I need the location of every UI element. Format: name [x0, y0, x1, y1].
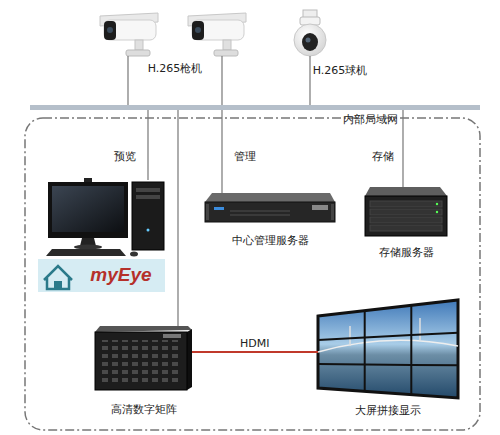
software-logo-part: [38, 259, 165, 292]
bullet-camera-part: [107, 27, 113, 33]
network-link: [221, 56, 222, 105]
desktop-computer-part: [136, 188, 160, 192]
management-server: [205, 193, 335, 222]
video-wall-part: [318, 333, 458, 340]
network-link: [147, 110, 148, 180]
matrix-box: 高清数字矩阵: [95, 326, 192, 390]
bullet-camera: [100, 13, 158, 56]
bullet-camera-part: [192, 20, 244, 40]
dome-camera-node: H.265球机: [292, 10, 328, 56]
storage-server-part: [370, 225, 442, 231]
bullet-camera: [188, 13, 246, 56]
video-wall-part: [410, 305, 412, 394]
desktop-computer-part: [46, 249, 126, 256]
management-server-part: [206, 204, 209, 220]
management-server-part: [331, 204, 334, 220]
desktop-computer-part: [74, 245, 102, 250]
video-wall-part: [318, 300, 458, 398]
desktop-computer-part: [136, 195, 160, 199]
dashed-enclosure-part: [25, 118, 480, 430]
bullet-camera-part: [135, 40, 143, 50]
management-server-part: [230, 214, 290, 216]
desktop-computer: [46, 178, 164, 257]
lan-bus: 内部局域网: [30, 105, 480, 110]
network-label: 内部局域网: [335, 113, 405, 127]
edge-label: HDMI: [240, 337, 269, 351]
bullet-camera-part: [214, 50, 238, 56]
video-wall-part: [318, 364, 458, 365]
video-matrix-part: [95, 332, 187, 390]
bullet-camera-part: [195, 27, 201, 33]
bullet-camera-part: [126, 50, 150, 56]
desktop-computer-part: [147, 229, 150, 232]
dome-camera: [294, 10, 326, 56]
management-server-part: [230, 210, 290, 212]
device-label: 高清数字矩阵: [95, 403, 192, 417]
dome-camera-part: [302, 33, 318, 51]
storage-server-part: [370, 209, 442, 215]
storage-server-part: [436, 203, 438, 205]
edge-label: 预览: [114, 150, 136, 164]
storage-server: [365, 187, 447, 236]
dashed-enclosure: [25, 118, 480, 430]
storage-server-part: [365, 187, 447, 196]
desktop-computer-part: [48, 182, 128, 238]
dome-camera-part: [294, 24, 326, 56]
software-logo: [38, 259, 165, 292]
device-label: 存储服务器: [361, 246, 451, 260]
software-logo-part: [54, 281, 62, 289]
video-wall-part: [350, 318, 420, 346]
storage-server-part: [370, 217, 442, 223]
video-wall-part: [318, 340, 458, 352]
desktop-computer-part: [84, 178, 92, 182]
storage-server-part: [365, 196, 447, 236]
video-matrix: [95, 326, 192, 390]
logo-text: myEye: [76, 264, 166, 286]
video-wall-part: [364, 311, 366, 392]
management-server-part: [312, 205, 328, 210]
edge-label: 管理: [234, 150, 256, 164]
device-label: 中心管理服务器: [205, 234, 335, 248]
management-server-part: [214, 207, 224, 210]
management-server-part: [205, 193, 335, 202]
network-link: [127, 56, 128, 105]
camera-label: H.265枪机: [125, 62, 225, 76]
video-matrix-part: [100, 340, 182, 382]
video-wall: [318, 300, 458, 398]
edge-label: 存储: [372, 150, 394, 164]
software-logo-part: [44, 266, 72, 289]
device-label: 大屏拼接显示: [318, 404, 458, 418]
video-matrix-part: [95, 326, 192, 332]
network-link: [402, 110, 403, 187]
desktop-computer-part: [132, 182, 164, 250]
network-link: [221, 110, 222, 193]
camera-group: H.265枪机: [95, 12, 250, 56]
network-link: [177, 110, 178, 326]
network-link: [309, 56, 310, 105]
management-server-part: [205, 202, 335, 222]
desktop-computer-part: [130, 252, 138, 257]
dome-camera-part: [306, 38, 311, 43]
video-wall-node: 大屏拼接显示: [318, 300, 458, 398]
bullet-camera-part: [223, 40, 231, 50]
video-matrix-part: [163, 334, 181, 338]
desktop-computer-part: [52, 186, 124, 232]
server-box: 中心管理服务器: [205, 193, 335, 222]
bullet-camera-part: [104, 21, 116, 40]
storage-server-part: [436, 211, 438, 213]
server-box: 存储服务器: [365, 187, 447, 236]
hdmi-cable: [192, 351, 318, 353]
bullet-camera-part: [192, 21, 204, 40]
storage-server-part: [370, 201, 442, 207]
video-matrix-part: [187, 329, 192, 390]
camera-label: H.265球机: [292, 64, 388, 78]
preview-pc: myEye: [38, 180, 168, 292]
bullet-camera-part: [104, 20, 156, 40]
